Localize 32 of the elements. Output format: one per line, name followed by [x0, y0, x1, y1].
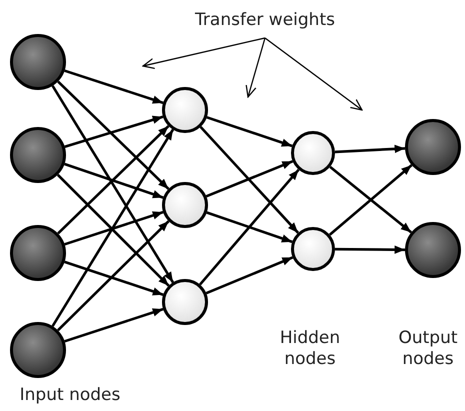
- arrow: [56, 174, 170, 287]
- arrow: [200, 126, 300, 234]
- hollow-neuron-circle: [162, 279, 208, 325]
- leader-line: [264, 38, 363, 111]
- hollow-neuron-circle: [291, 227, 335, 271]
- layer-label: Input nodes: [18, 385, 122, 406]
- hollow-neuron-circle: [291, 131, 335, 175]
- arrow: [64, 69, 164, 104]
- arrow: [64, 210, 164, 246]
- arrow: [57, 125, 170, 234]
- arrow: [64, 260, 164, 296]
- arrow: [206, 256, 294, 294]
- arrow: [52, 128, 174, 327]
- arrow: [334, 144, 406, 154]
- arrow: [335, 246, 405, 254]
- hollow-neuron-circle: [162, 87, 208, 133]
- arrow: [52, 85, 174, 284]
- hollow-neuron-circle: [162, 182, 208, 228]
- arrow: [64, 162, 164, 199]
- layer-label: Output nodes: [397, 328, 459, 370]
- arrow: [64, 308, 164, 343]
- arrow: [57, 80, 170, 190]
- leader-line: [142, 37, 266, 70]
- callout-text: Transfer weights: [195, 10, 335, 30]
- arrow: [64, 115, 164, 148]
- arrow: [206, 211, 293, 244]
- arrow: [206, 160, 294, 198]
- arrow: [199, 168, 300, 286]
- arrow: [206, 116, 293, 148]
- leader-line: [246, 38, 266, 98]
- arrow: [57, 220, 170, 332]
- layer-label: Hidden nodes: [278, 328, 342, 370]
